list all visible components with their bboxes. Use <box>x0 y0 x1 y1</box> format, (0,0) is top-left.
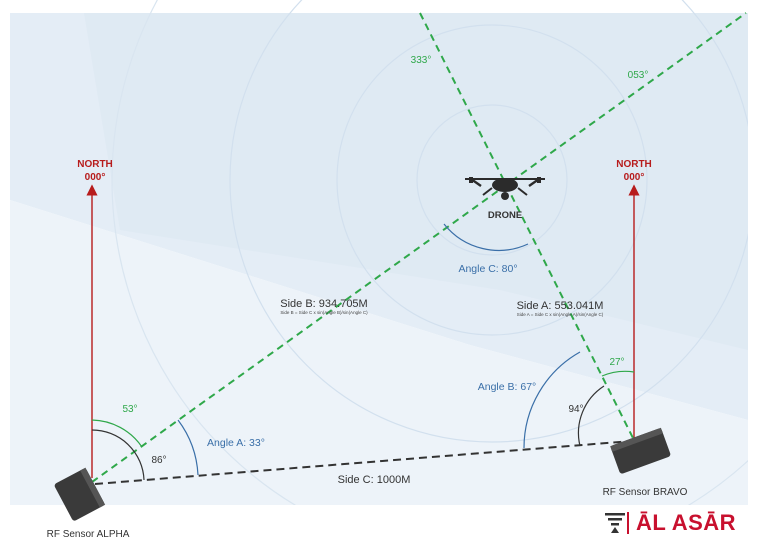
bravo-bearing-line <box>419 12 635 441</box>
bravo-interior-arc <box>577 385 605 447</box>
bravo-line-bearing-label: 333° <box>411 55 432 66</box>
bravo-interior-value: 94° <box>568 404 583 415</box>
drone-label: DRONE <box>488 210 522 221</box>
logo-text: ĀL ASĀR <box>636 510 737 535</box>
al-asar-logo: ĀL ASĀR <box>604 508 744 538</box>
side-a-formula: Side A = Side C x sin(Angle A)/sin(Angle… <box>517 312 604 317</box>
bravo-bearing-value: 27° <box>609 357 624 368</box>
alpha-sensor-label: RF Sensor ALPHA <box>47 529 130 540</box>
alpha-sensor-icon <box>54 467 106 521</box>
bravo-bearing-arc <box>601 370 635 377</box>
angle-b-label: Angle B: 67° <box>478 381 537 393</box>
alpha-interior-arc <box>91 429 145 481</box>
alpha-bearing-value: 53° <box>122 404 137 415</box>
alpha-north-label: NORTH <box>77 159 113 170</box>
coverage-area-bottom <box>10 200 748 505</box>
angle-a-label: Angle A: 33° <box>207 437 265 449</box>
alpha-bearing-line <box>91 12 747 483</box>
range-ring-2 <box>336 24 648 336</box>
angle-c-arc <box>443 223 529 251</box>
drone-icon <box>465 177 545 200</box>
angle-b-arc <box>523 351 581 449</box>
range-ring-1 <box>416 104 568 256</box>
bravo-north-value: 000° <box>624 172 645 183</box>
side-c-label: Side C: 1000M <box>338 474 411 486</box>
angle-c-label: Angle C: 80° <box>458 263 517 275</box>
alpha-bearing-arc <box>91 419 143 448</box>
coverage-beam <box>84 13 748 350</box>
bravo-sensor-icon <box>610 427 671 474</box>
alpha-interior-value: 86° <box>151 455 166 466</box>
range-ring-4 <box>111 0 748 505</box>
angle-a-arc <box>177 419 199 476</box>
alpha-north-value: 000° <box>85 172 106 183</box>
side-b-formula: Side B = Side C x sin(Angle B)/sin(Angle… <box>280 310 368 315</box>
alpha-line-bearing-label: 053° <box>628 70 649 81</box>
side-c-baseline <box>94 440 633 485</box>
al-asar-signal-icon <box>605 512 629 534</box>
range-ring-3 <box>229 0 748 443</box>
bravo-sensor-label: RF Sensor BRAVO <box>603 487 688 498</box>
bravo-north-label: NORTH <box>616 159 652 170</box>
coverage-background <box>10 0 748 505</box>
side-b-label: Side B: 934.705M <box>280 298 367 310</box>
side-a-label: Side A: 553.041M <box>517 300 604 312</box>
